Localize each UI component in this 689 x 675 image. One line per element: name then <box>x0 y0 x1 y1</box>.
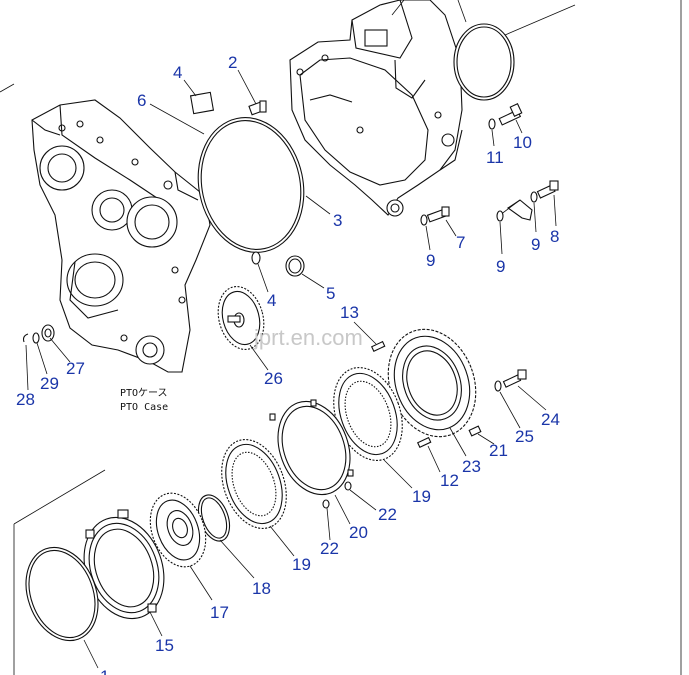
leader-29 <box>36 342 48 375</box>
part-label-24: 24 <box>541 410 560 429</box>
washer-11 <box>488 118 496 130</box>
washer-9c <box>530 191 538 203</box>
leader-27 <box>49 337 71 363</box>
part-label-3: 3 <box>333 211 342 230</box>
part-label-8: 8 <box>550 227 559 246</box>
part-label-6: 6 <box>137 91 146 110</box>
part-label-7: 7 <box>456 233 465 252</box>
plug-2 <box>248 100 267 116</box>
part-label-21: 21 <box>489 441 508 460</box>
part-label-9b: 9 <box>496 257 505 276</box>
o-ring-bottom <box>25 546 99 642</box>
snap-ring-28 <box>22 333 29 343</box>
part-label-19b: 19 <box>292 555 311 574</box>
part-label-9c: 9 <box>531 235 540 254</box>
pin-22b <box>322 499 330 509</box>
part-label-26: 26 <box>264 369 283 388</box>
part-label-20: 20 <box>349 523 368 542</box>
part-label-22a: 22 <box>378 505 397 524</box>
leader-housing <box>391 0 405 16</box>
part-label-5: 5 <box>326 284 335 303</box>
cover-15 <box>83 509 165 620</box>
ring-29 <box>32 332 40 344</box>
bolt-8 <box>536 180 559 199</box>
bracket <box>507 199 533 221</box>
part-label-10: 10 <box>513 133 532 152</box>
plate-20 <box>269 399 354 496</box>
seal-27 <box>41 324 55 342</box>
leader-28 <box>25 344 29 391</box>
part-label-12: 12 <box>440 471 459 490</box>
part-label-4a: 4 <box>173 63 182 82</box>
part-label-18: 18 <box>252 579 271 598</box>
disc-19b <box>221 439 287 529</box>
frame-line <box>0 83 15 93</box>
watermark: jprt.en.com <box>253 325 363 350</box>
part-label-19a: 19 <box>412 487 431 506</box>
pto-case-label-en: PTO Case <box>120 402 168 413</box>
part-label-4b: 4 <box>267 291 276 310</box>
flywheel-housing <box>289 0 463 217</box>
hub-17 <box>149 492 207 568</box>
bolt-10 <box>498 103 523 126</box>
pin-13 <box>370 340 386 352</box>
pin-4a <box>189 91 215 115</box>
pto-case-label-jp: PTOケース <box>120 387 168 399</box>
pin-4b <box>251 251 261 265</box>
part-label-9a: 9 <box>426 251 435 270</box>
washer-25 <box>494 380 502 392</box>
part-label-15: 15 <box>155 636 174 655</box>
spring-21 <box>468 425 482 437</box>
frame-line-lower <box>13 469 106 525</box>
part-label-1: 1 <box>100 667 109 675</box>
part-label-29: 29 <box>40 374 59 393</box>
washer-9b <box>496 210 504 222</box>
pto-case <box>31 99 211 373</box>
o-ring-1 <box>453 23 515 101</box>
bolt-24 <box>502 369 527 388</box>
part-label-28: 28 <box>16 390 35 409</box>
part-label-23: 23 <box>462 457 481 476</box>
frame-line-right <box>504 4 576 36</box>
part-label-25: 25 <box>515 427 534 446</box>
bolt-7 <box>426 206 450 223</box>
part-label-11: 11 <box>486 148 504 167</box>
part-label-13: 13 <box>340 303 359 322</box>
part-label-22b: 22 <box>320 539 339 558</box>
part-label-17: 17 <box>210 603 229 622</box>
part-label-27: 27 <box>66 359 85 378</box>
piston-23 <box>387 328 477 438</box>
pin-12 <box>416 436 432 448</box>
pin-22a <box>344 481 352 491</box>
leader-1-top <box>457 0 467 23</box>
gasket-6 <box>197 117 305 253</box>
washer-9a <box>420 214 428 226</box>
part-label-2: 2 <box>228 53 237 72</box>
gear-26 <box>217 286 265 350</box>
